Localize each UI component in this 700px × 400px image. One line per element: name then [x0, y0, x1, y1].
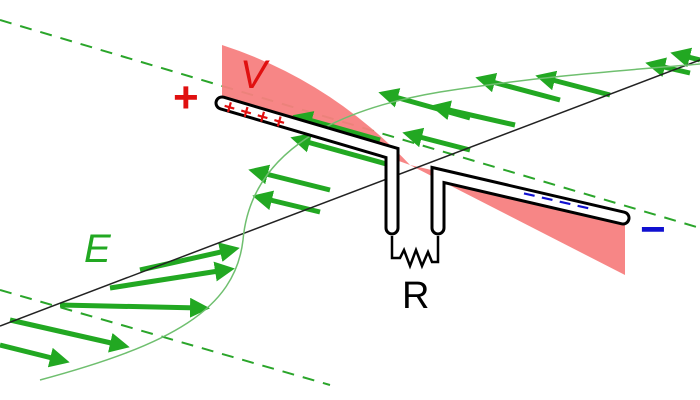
e-field-arrow: [252, 190, 321, 215]
e-field-wave-curve: [39, 63, 700, 381]
e-field-arrow: [645, 57, 691, 77]
e-field-arrow: [430, 100, 516, 128]
e-field-arrow: [59, 297, 210, 318]
e-field-arrow: [109, 261, 235, 291]
resistor-label: R: [402, 275, 429, 317]
e-field-arrow: [290, 133, 391, 168]
antenna-wire-left: [214, 95, 400, 236]
e-field-arrow: [535, 70, 611, 98]
resistor-symbol: [390, 236, 440, 270]
e-field-arrow: [402, 127, 471, 153]
e-field-arrow: [9, 317, 130, 353]
e-field-arrow: [0, 342, 70, 368]
e-field-arrow: [248, 164, 331, 193]
voltage-distribution: [222, 45, 625, 275]
antenna-wire-right: [430, 165, 631, 236]
e-field-arrows: [0, 47, 700, 368]
negative-terminal-label: −: [640, 205, 666, 254]
e-field-arrow: [292, 111, 381, 143]
voltage-label: V: [240, 53, 270, 97]
positive-terminal-label: +: [173, 73, 199, 122]
field-label: E: [84, 227, 112, 271]
wavefront-dashed-line-lower: [0, 289, 331, 386]
e-field-arrow: [670, 47, 700, 68]
propagation-axis: [0, 59, 700, 327]
e-field-arrow: [475, 72, 561, 103]
